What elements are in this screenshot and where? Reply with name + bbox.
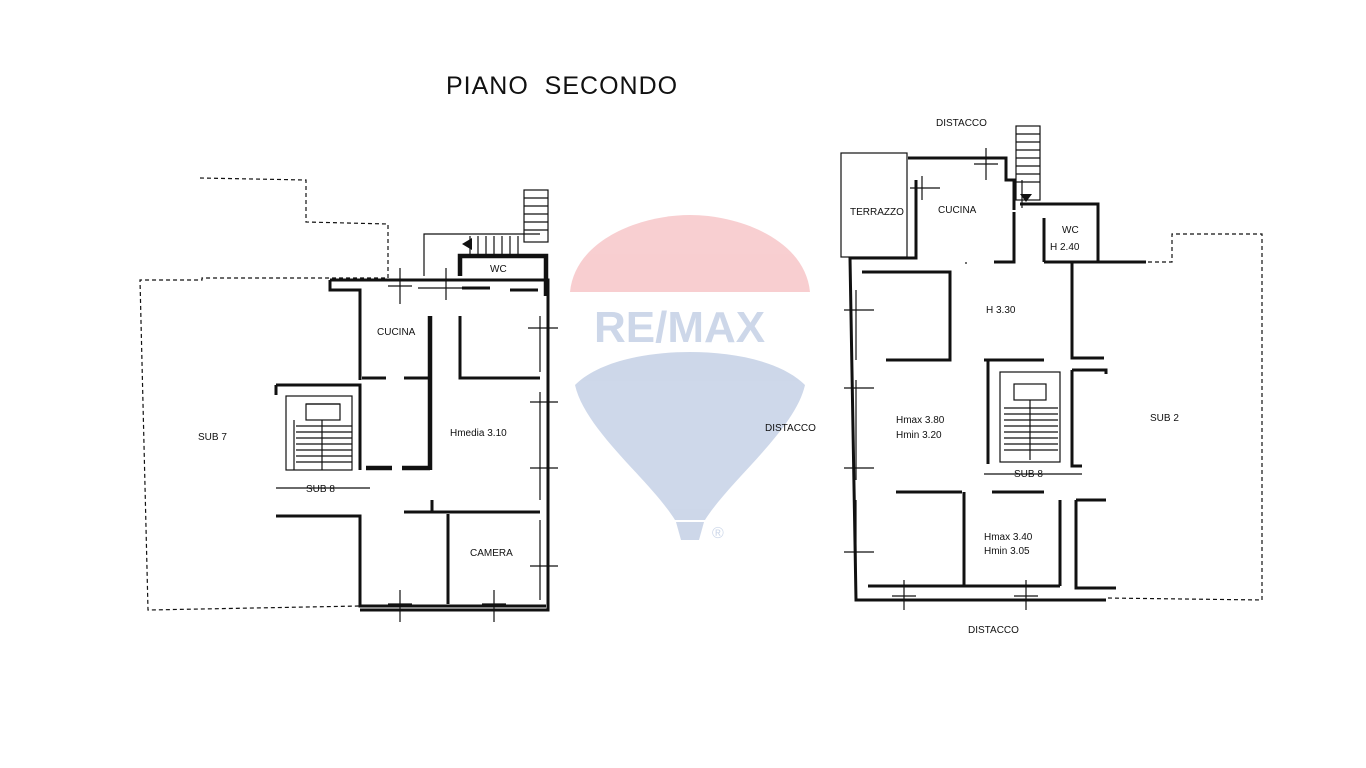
remax-brand-text: RE/MAX — [594, 303, 765, 352]
label-hmin305: Hmin 3.05 — [984, 546, 1030, 557]
left-south-wall — [276, 514, 546, 608]
label-sub8-right: SUB 8 — [1014, 469, 1043, 480]
label-sub7: SUB 7 — [198, 432, 227, 443]
left-outer-wall — [330, 278, 550, 612]
right-west-wall — [848, 180, 1106, 602]
stairwell-treads — [293, 403, 352, 470]
plan-title: PIANO SECONDO — [446, 72, 679, 100]
right-stairwell — [999, 371, 1061, 463]
label-hmedia: Hmedia 3.10 — [450, 428, 507, 439]
room-wall-north — [458, 316, 540, 380]
upper-room-wall — [862, 270, 952, 362]
label-hmin320: Hmin 3.20 — [896, 430, 942, 441]
east-wall-mid — [1072, 368, 1108, 374]
right-north-stair — [1015, 125, 1041, 201]
left-floor-plan: SUB 7 SUB 8 WC CUCINA Hmedia 3.10 CAMERA — [139, 177, 558, 622]
stair-top-wall — [276, 383, 362, 470]
sub2-boundary — [1105, 233, 1263, 601]
east-wall-upper — [1070, 262, 1104, 360]
label-h330: H 3.30 — [986, 305, 1016, 316]
stair-arrow-icon — [462, 238, 472, 250]
label-sub8-left: SUB 8 — [306, 484, 335, 495]
wc-north-wall — [1020, 202, 1100, 262]
label-wc-left: WC — [490, 264, 507, 275]
right-north-wall — [908, 156, 1016, 210]
registered-mark: ® — [712, 525, 724, 542]
label-camera: CAMERA — [470, 548, 513, 559]
stairwell-outline — [285, 395, 353, 471]
left-window-ticks — [388, 268, 558, 622]
wc-wall — [457, 253, 549, 296]
label-cucina-right: CUCINA — [938, 205, 977, 216]
label-hmax380: Hmax 3.80 — [896, 415, 945, 426]
right-stairwell-treads — [1004, 383, 1058, 460]
stair-east-wall — [1070, 370, 1082, 468]
right-window-ticks — [844, 148, 1038, 610]
sub7-boundary — [139, 177, 389, 611]
label-wc-right: WC — [1062, 225, 1079, 236]
label-distacco-bottom: DISTACCO — [968, 625, 1019, 636]
label-sub2: SUB 2 — [1150, 413, 1179, 424]
right-north-stair-treads — [1016, 133, 1040, 183]
label-terrazzo: TERRAZZO — [850, 207, 904, 218]
balloon-blue-bottom — [575, 352, 805, 520]
left-west-wall-upper — [328, 280, 362, 380]
right-stair-arrow-icon — [1020, 194, 1032, 202]
balloon-red-top — [570, 215, 810, 292]
remax-watermark: RE/MAX ® — [570, 215, 810, 542]
label-distacco-left: DISTACCO — [765, 423, 816, 434]
label-cucina-left: CUCINA — [377, 327, 416, 338]
balloon-basket — [676, 522, 704, 540]
north-stair-treads — [423, 197, 548, 276]
label-wc-height: H 2.40 — [1050, 242, 1080, 253]
north-stair-outline — [523, 189, 549, 243]
kitchen-east-wall — [994, 212, 1016, 264]
terrazzo-outline — [840, 152, 908, 258]
label-hmax340: Hmax 3.40 — [984, 532, 1033, 543]
label-distacco-top: DISTACCO — [936, 118, 987, 129]
east-room-wall — [1074, 500, 1116, 590]
right-floor-plan: DISTACCO TERRAZZO CUCINA WC H 2.40 H 3.3… — [765, 118, 1263, 636]
